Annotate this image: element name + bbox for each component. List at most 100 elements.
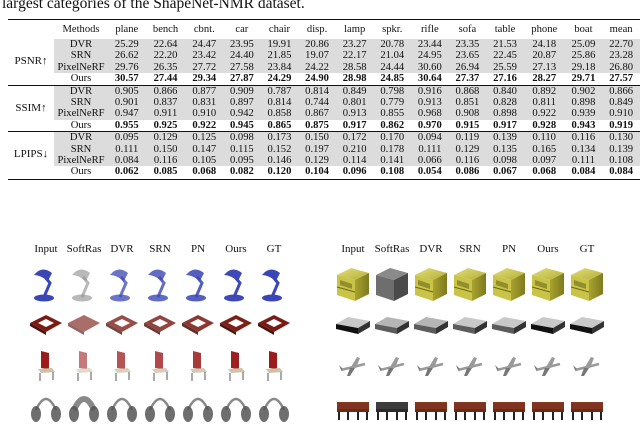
value-cell: 0.828: [486, 97, 524, 109]
method-name: DVR: [54, 131, 108, 144]
value-cell: 27.72: [185, 61, 224, 74]
value-cell: 27.13: [523, 61, 565, 74]
right-render-cabinet-2: [414, 268, 447, 301]
value-cell: 0.095: [108, 131, 146, 144]
value-cell: 21.04: [373, 50, 412, 62]
value-cell: 26.94: [448, 61, 487, 74]
left-column-label-1: SoftRas: [67, 243, 102, 255]
value-cell: 0.062: [114, 166, 139, 178]
value-cell: 0.831: [185, 97, 224, 109]
method-name: Ours: [54, 119, 108, 133]
value-cell: 0.110: [523, 131, 565, 144]
value-cell: 0.111: [411, 143, 449, 156]
left-render-frame-6: [258, 315, 290, 335]
value-cell: 0.098: [223, 131, 261, 144]
left-column-label-4: PN: [191, 243, 205, 255]
value-cell: 27.44: [145, 73, 186, 86]
value-cell: 23.42: [185, 50, 224, 62]
right-render-plane-0: [339, 357, 366, 376]
right-render-bench-6: [571, 402, 603, 420]
value-cell: 26.62: [108, 50, 146, 62]
value-cell: 0.875: [298, 119, 336, 133]
value-cell: 22.45: [486, 50, 524, 62]
left-render-frame-5: [220, 315, 252, 335]
value-cell: 0.917: [335, 119, 374, 133]
value-cell: 19.91: [260, 39, 299, 51]
value-cell: 30.57: [108, 73, 146, 86]
right-render-sofa-4: [492, 317, 526, 334]
value-cell: 0.877: [185, 85, 224, 98]
category-header-7: spkr.: [382, 24, 403, 35]
right-render-bench-5: [532, 402, 564, 420]
value-cell: 0.150: [145, 143, 186, 156]
table-top-rule: [8, 19, 640, 21]
value-cell: 0.085: [153, 166, 178, 178]
right-column-label-2: DVR: [419, 243, 443, 255]
value-cell: 0.173: [260, 131, 299, 144]
value-cell: 0.084: [609, 166, 634, 178]
value-cell: 25.86: [564, 50, 603, 62]
right-render-plane-3: [456, 357, 483, 376]
value-cell: 0.150: [298, 131, 336, 144]
value-cell: 0.129: [298, 155, 336, 167]
left-render-frame-4: [182, 315, 214, 335]
value-cell: 21.85: [260, 50, 299, 62]
value-cell: 0.139: [602, 143, 640, 156]
value-cell: 0.086: [455, 166, 480, 178]
left-render-lamp-6: [262, 269, 282, 302]
metric-label: LPIPS↓: [13, 148, 49, 161]
value-cell: 28.98: [335, 73, 374, 86]
value-cell: 0.116: [448, 155, 487, 167]
left-render-headphones-1: [69, 396, 99, 422]
value-cell: 0.811: [523, 97, 565, 109]
value-cell: 0.172: [335, 131, 374, 144]
value-cell: 0.115: [223, 143, 261, 156]
value-cell: 25.59: [486, 61, 524, 74]
value-cell: 25.09: [564, 39, 603, 51]
value-cell: 24.44: [373, 61, 412, 74]
right-column-label-0: Input: [341, 243, 364, 255]
value-cell: 0.094: [411, 131, 449, 144]
value-cell: 0.970: [411, 119, 449, 133]
right-render-plane-4: [495, 357, 522, 376]
left-render-chair-6: [266, 351, 283, 381]
value-cell: 0.897: [223, 97, 261, 109]
right-render-bench-1: [376, 402, 408, 420]
value-cell: 0.915: [448, 119, 487, 133]
value-cell: 0.119: [448, 131, 487, 144]
value-cell: 0.084: [571, 166, 596, 178]
value-cell: 27.57: [602, 73, 640, 86]
value-cell: 0.130: [602, 131, 640, 144]
right-render-plane-2: [417, 357, 444, 376]
left-column-label-5: Ours: [225, 243, 246, 255]
left-column-label-6: GT: [267, 243, 282, 255]
value-cell: 0.851: [448, 97, 487, 109]
value-cell: 0.104: [305, 166, 329, 178]
value-cell: 0.868: [448, 85, 487, 98]
right-column-label-1: SoftRas: [375, 243, 410, 255]
value-cell: 0.146: [260, 155, 299, 167]
value-cell: 0.129: [448, 143, 487, 156]
value-cell: 0.945: [223, 119, 261, 133]
value-cell: 0.097: [523, 155, 565, 167]
metric-label: SSIM↑: [8, 85, 54, 133]
value-cell: 0.865: [260, 119, 299, 133]
right-render-sofa-0: [336, 317, 370, 334]
value-cell: 24.22: [298, 61, 336, 74]
value-cell: 29.18: [564, 61, 603, 74]
value-cell: 0.779: [373, 97, 412, 109]
value-cell: 21.53: [486, 39, 524, 51]
value-cell: 22.20: [145, 50, 186, 62]
left-render-frame-3: [144, 315, 176, 335]
value-cell: 25.29: [108, 39, 146, 51]
left-render-headphones-4: [183, 397, 213, 422]
value-cell: 27.58: [223, 61, 261, 74]
value-cell: 0.939: [564, 108, 603, 120]
value-cell: 0.837: [145, 97, 186, 109]
value-cell: 0.898: [564, 97, 603, 109]
left-render-frame-1: [68, 315, 100, 335]
left-render-lamp-5: [224, 269, 244, 302]
value-cell: 0.147: [185, 143, 224, 156]
